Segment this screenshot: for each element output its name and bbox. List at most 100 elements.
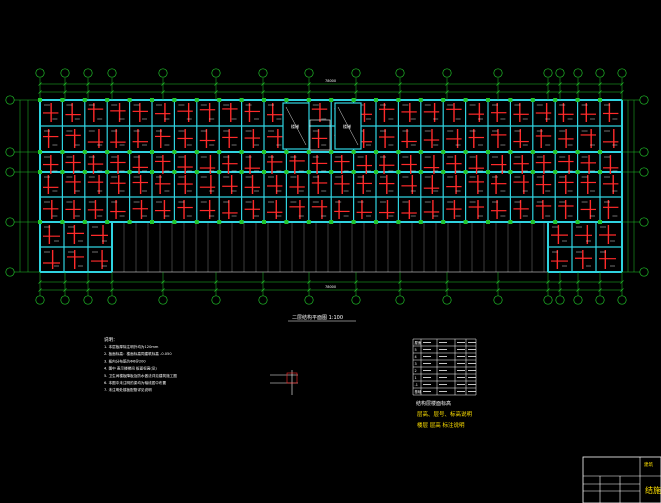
dimension-tick [110,280,114,284]
column-node [82,220,87,224]
plan-title: 二层结构平面图 1:100 [292,314,343,321]
dimension-tick [576,90,580,94]
column-node [553,98,558,102]
dimension-tick [86,288,90,292]
column-node [418,150,423,154]
axis-bubble-bottom [595,295,605,305]
dimension-tick [261,280,265,284]
axis-bubble-bottom [211,295,221,305]
axis-bubble-top [60,68,70,78]
dimension-total-bottom: 78000 [325,285,336,289]
column-node [194,170,199,174]
dimension-tick [214,82,218,86]
column-node [262,150,266,154]
dimension-tick [445,90,449,94]
dimension-tick [576,280,580,284]
column-node [60,98,65,102]
dimension-tick [261,90,265,94]
dimension-tick [354,82,358,86]
axis-bubble-bottom [107,295,117,305]
column-node [150,98,154,102]
dimension-tick [63,288,67,292]
dimension-tick [576,82,580,86]
axis-bubble-top [555,68,565,78]
column-node [194,98,199,102]
axis-bubble-top [83,68,93,78]
note-line: 1. 本层板厚除注明外均为120mm [104,344,159,349]
dimension-tick [354,280,358,284]
column-node [530,98,535,102]
table-row-label: 1 [415,376,417,380]
dimension-tick [398,288,402,292]
dimension-tick [496,288,500,292]
dimension-tick [445,82,449,86]
axis-bubble-bottom [395,295,405,305]
axis-bubble-bottom [60,295,70,305]
column-node [194,220,199,224]
column-node [575,170,580,174]
column-node [351,98,356,102]
dimension-tick [620,90,624,94]
column-node [172,170,177,174]
dimension-tick [38,288,42,292]
dimension-tick [63,90,67,94]
axis-bubble-bottom [258,295,268,305]
column-node [553,150,558,154]
column-node [105,98,110,102]
axis-bubble-bottom [543,295,553,305]
column-node [396,98,401,102]
column-node [530,220,535,224]
stair-diagonal [337,106,359,146]
column-node [441,220,446,224]
axis-bubble-top [304,68,314,78]
column-node [463,220,468,224]
axis-bubble-bottom [493,295,503,305]
table-row-label: -1 [415,383,418,387]
dimension-tick [598,280,602,284]
slab-detail [270,370,298,395]
note-line: 4. 图中 表示楼梯间 板面标高(见) [104,366,157,371]
column-node [486,150,490,154]
dimension-tick [307,82,311,86]
column-node [598,150,602,154]
column-node [598,170,602,174]
column-node [508,150,513,154]
axis-bubble-top [351,68,361,78]
axis-bubble-right [639,167,649,177]
column-node [105,220,110,224]
column-node [329,170,334,174]
axis-grid: 78000 78000 [5,68,649,305]
column-node [441,170,446,174]
table-caption-2: 层高、层号、标高说明 [417,410,473,418]
axis-bubble-left [5,167,15,177]
dimension-tick [161,90,165,94]
column-node [553,170,558,174]
column-node [351,220,356,224]
column-node [239,150,244,154]
column-node [284,98,289,102]
column-node [127,170,132,174]
column-node [239,220,244,224]
dimension-tick [620,288,624,292]
dimension-tick [110,90,114,94]
table-row-label: 基础 [415,389,422,394]
column-node [329,220,334,224]
column-node [374,150,378,154]
axis-bubble-left [5,147,15,157]
dimension-tick [558,82,562,86]
dimension-tick [546,82,550,86]
dimension-total-top: 78000 [325,79,336,83]
column-node [172,220,177,224]
column-node [60,220,65,224]
column-node [284,150,289,154]
dimension-tick [598,90,602,94]
column-node [127,98,132,102]
column-node [105,170,110,174]
column-node [463,150,468,154]
table-row-label: 3 [415,362,417,366]
column-node [374,170,378,174]
column-node [553,220,558,224]
column-node [508,98,513,102]
dimension-tick [598,82,602,86]
